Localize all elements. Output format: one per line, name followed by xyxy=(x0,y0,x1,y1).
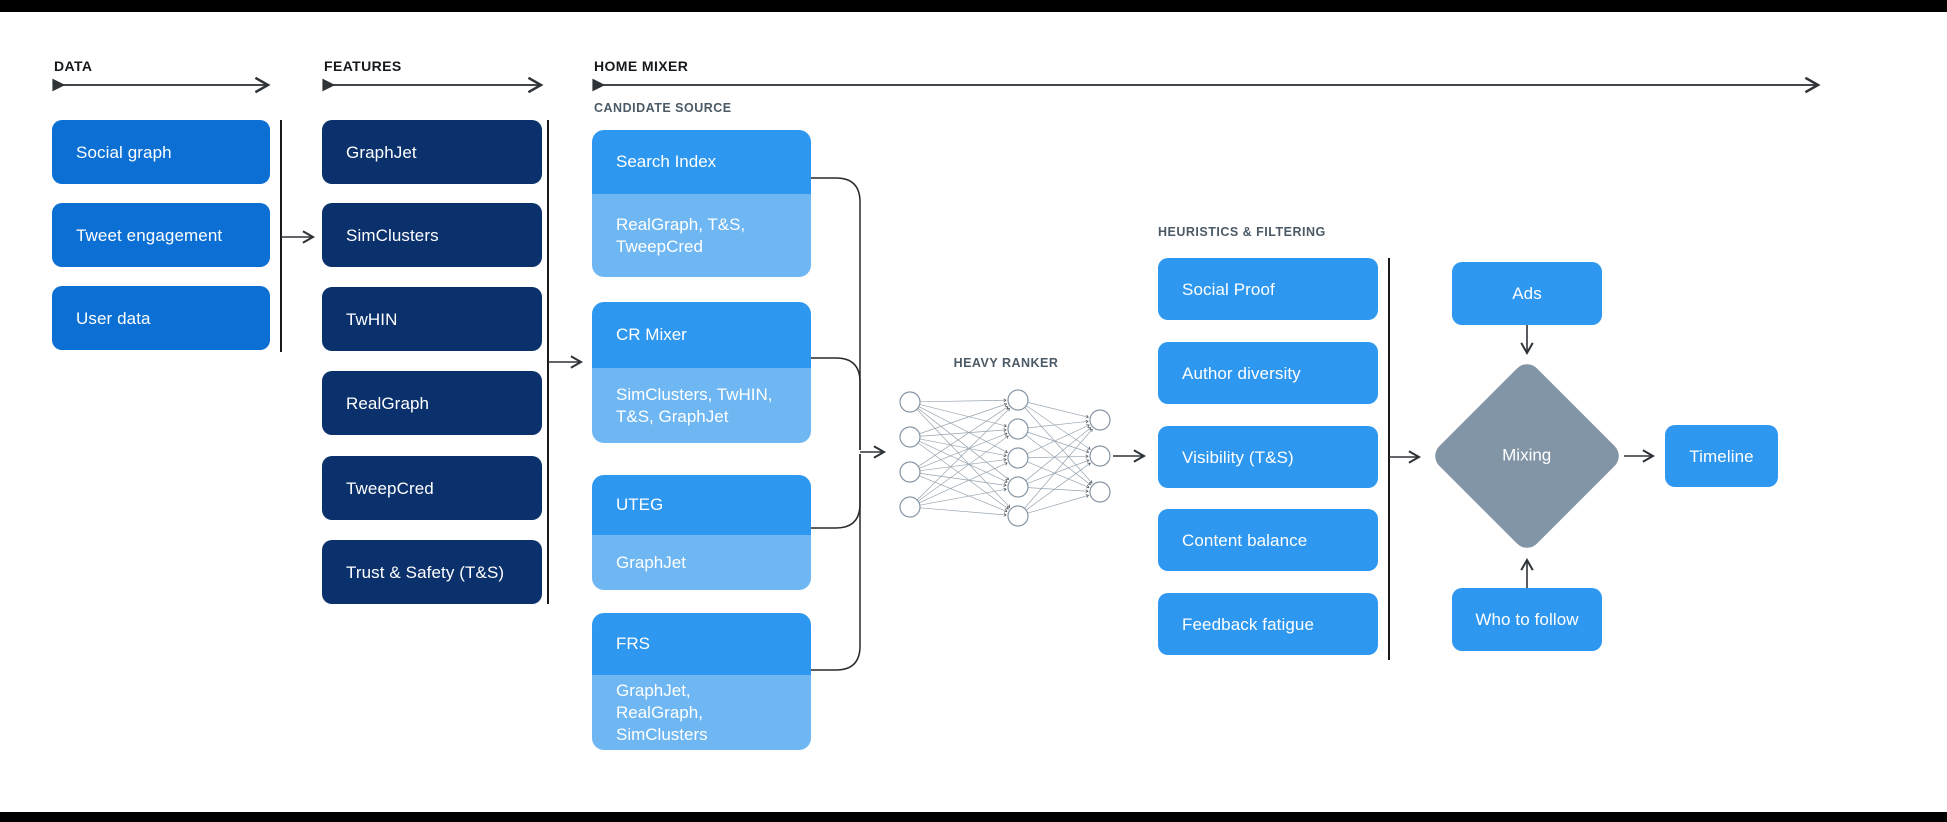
source-box: Search Index xyxy=(592,130,811,194)
filter-box-label: Social Proof xyxy=(1182,279,1275,299)
filter-box-label: Feedback fatigue xyxy=(1182,614,1315,634)
feature-box-realgraph: RealGraph xyxy=(322,371,542,435)
data-box-tweet-engagement: Tweet engagement xyxy=(52,203,270,267)
who-to-follow-box: Who to follow xyxy=(1452,588,1602,651)
feature-box-label: RealGraph xyxy=(346,393,430,413)
cr-mixer-connector xyxy=(811,357,861,450)
source-feeds-label: GraphJet, RealGraph, SimClusters xyxy=(616,680,708,744)
feature-box-twhin: TwHIN xyxy=(322,287,542,351)
source-name: Search Index xyxy=(616,152,717,171)
top-letterbox-bar xyxy=(0,0,1947,12)
filter-box-visibility: Visibility (T&S) xyxy=(1158,426,1378,488)
source-box: FRS xyxy=(592,613,811,675)
source-group-cr-mixer: CR Mixer SimClusters, TwHIN, T&S, GraphJ… xyxy=(592,302,811,443)
features-column-header: FEATURES xyxy=(324,58,402,74)
data-box-label: Social graph xyxy=(76,142,172,162)
feature-box-trust-safety: Trust & Safety (T&S) xyxy=(322,540,542,604)
filter-box-label: Visibility (T&S) xyxy=(1182,447,1294,467)
mixing-label: Mixing xyxy=(1502,446,1552,465)
source-box: UTEG xyxy=(592,475,811,535)
data-box-label: Tweet engagement xyxy=(76,225,223,245)
filter-box-author-diversity: Author diversity xyxy=(1158,342,1378,404)
search-index-connector xyxy=(811,177,861,450)
feature-box-label: SimClusters xyxy=(346,225,439,245)
source-feeds: GraphJet, RealGraph, SimClusters xyxy=(592,675,811,750)
feature-box-tweepcred: TweepCred xyxy=(322,456,542,520)
data-column-header: DATA xyxy=(54,58,93,74)
filter-box-content-balance: Content balance xyxy=(1158,509,1378,571)
uteg-connector xyxy=(811,454,861,529)
source-feeds-label: SimClusters, TwHIN, T&S, GraphJet xyxy=(616,384,773,426)
source-feeds: SimClusters, TwHIN, T&S, GraphJet xyxy=(592,368,811,443)
ads-box: Ads xyxy=(1452,262,1602,325)
feature-box-label: TwHIN xyxy=(346,309,398,329)
feature-box-graphjet: GraphJet xyxy=(322,120,542,184)
source-feeds-label: RealGraph, T&S, TweepCred xyxy=(616,214,746,256)
source-group-uteg: UTEG GraphJet xyxy=(592,475,811,590)
heuristics-label: HEURISTICS & FILTERING xyxy=(1158,225,1326,239)
mixing-diamond: Mixing xyxy=(1429,358,1625,554)
feature-box-label: TweepCred xyxy=(346,478,434,498)
source-feeds-label: GraphJet xyxy=(616,552,686,572)
candidate-source-label: CANDIDATE SOURCE xyxy=(594,101,732,115)
home-mixer-header: HOME MIXER xyxy=(594,58,689,74)
filter-box-label: Content balance xyxy=(1182,530,1308,550)
timeline-box: Timeline xyxy=(1665,425,1778,487)
frs-connector xyxy=(811,454,861,671)
bottom-letterbox-bar xyxy=(0,812,1947,822)
source-box: CR Mixer xyxy=(592,302,811,368)
filter-box-feedback-fatigue: Feedback fatigue xyxy=(1158,593,1378,655)
source-feeds: RealGraph, T&S, TweepCred xyxy=(592,194,811,277)
data-box-label: User data xyxy=(76,308,151,328)
source-feeds: GraphJet xyxy=(592,535,811,590)
source-name: FRS xyxy=(616,634,650,653)
source-group-frs: FRS GraphJet, RealGraph, SimClusters xyxy=(592,613,811,750)
source-group-search-index: Search Index RealGraph, T&S, TweepCred xyxy=(592,130,811,277)
feature-box-label: Trust & Safety (T&S) xyxy=(346,562,505,582)
feature-box-label: GraphJet xyxy=(346,142,417,162)
who-to-follow-label: Who to follow xyxy=(1475,610,1579,629)
heavy-ranker-network xyxy=(899,389,1111,527)
data-box-social-graph: Social graph xyxy=(52,120,270,184)
heavy-ranker-label: HEAVY RANKER xyxy=(953,356,1059,370)
data-box-user-data: User data xyxy=(52,286,270,350)
source-name: UTEG xyxy=(616,495,664,514)
filter-box-social-proof: Social Proof xyxy=(1158,258,1378,320)
timeline-label: Timeline xyxy=(1689,446,1754,466)
feature-box-simclusters: SimClusters xyxy=(322,203,542,267)
source-name: CR Mixer xyxy=(616,325,687,344)
filter-box-label: Author diversity xyxy=(1182,363,1301,383)
ads-label: Ads xyxy=(1512,284,1542,303)
